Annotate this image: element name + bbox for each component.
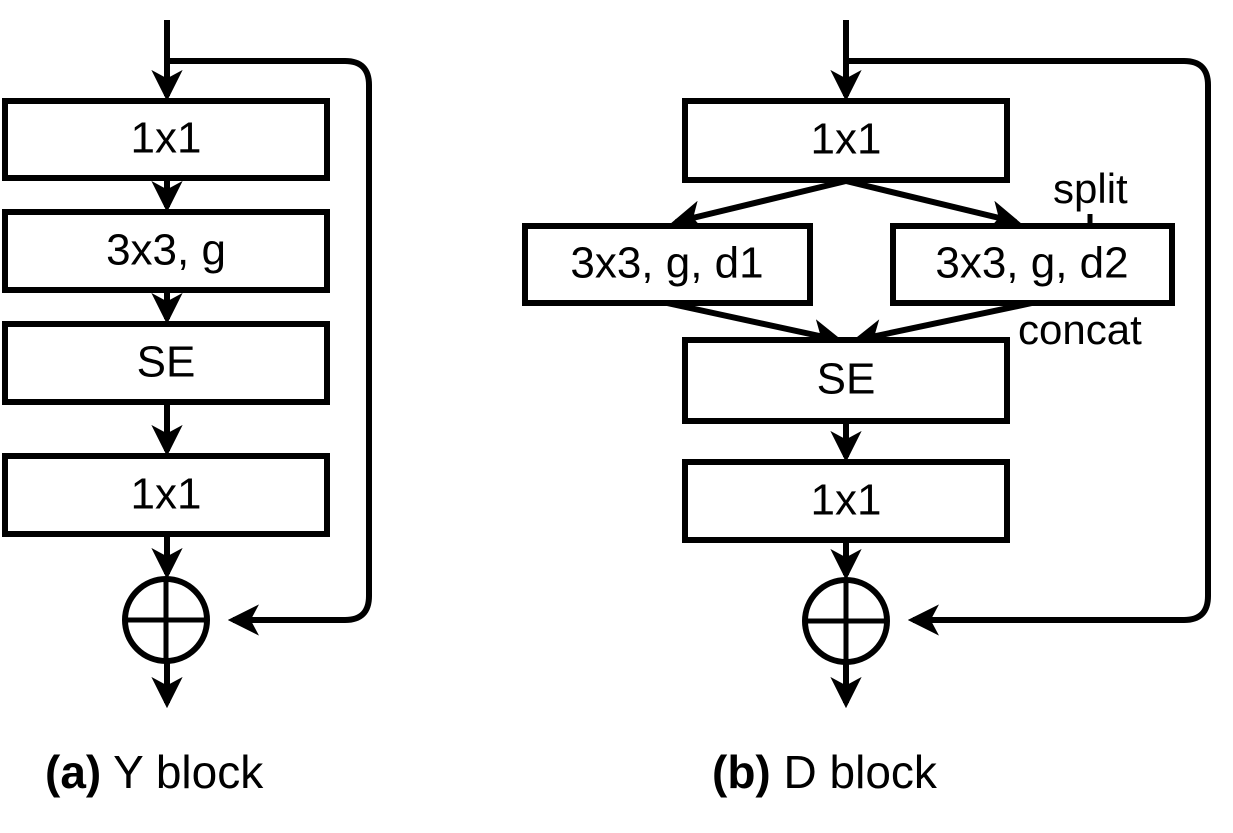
edge-right-conv-to-concat <box>851 300 1033 350</box>
block-a-conv1[interactable] <box>2 98 330 181</box>
edge-b-skip-connection <box>846 58 1211 636</box>
block-a-conv1-label: 1x1 <box>131 114 202 163</box>
block-b-conv1-label: 1x1 <box>811 115 882 164</box>
caption-d-block-text: D block <box>771 746 938 798</box>
label-split: split <box>1053 165 1128 212</box>
block-a-se-label: SE <box>137 338 196 387</box>
label-concat: concat <box>1018 306 1142 353</box>
block-b-conv2[interactable] <box>682 459 1010 543</box>
block-b-conv-left-label: 3x3, g, d1 <box>570 239 763 288</box>
block-a-conv2[interactable] <box>2 209 330 293</box>
caption-d-block: (b) D block <box>712 746 938 798</box>
block-a-conv3-label: 1x1 <box>131 470 202 519</box>
block-b-conv2-label: 1x1 <box>811 476 882 525</box>
block-b-se-label: SE <box>817 355 876 404</box>
block-a-conv3[interactable] <box>2 453 330 537</box>
block-a-conv2-label: 3x3, g <box>106 226 226 275</box>
block-b-conv1[interactable] <box>682 98 1010 183</box>
block-a-se[interactable] <box>2 321 330 405</box>
block-b-conv-right[interactable] <box>890 223 1175 306</box>
panel-d-block: 1x1 3x3, g, d1 3x3, g, d2 SE 1x1 <box>522 20 1211 798</box>
edge-skip-connection <box>167 58 372 636</box>
block-b-conv-right-label: 3x3, g, d2 <box>935 239 1128 288</box>
caption-d-block-tag: (b) <box>712 746 771 798</box>
edge-left-conv-to-concat <box>666 300 844 350</box>
caption-y-block: (a) Y block <box>45 746 264 798</box>
edge-split-to-left-conv <box>670 178 847 232</box>
caption-y-block-text: Y block <box>101 746 264 798</box>
caption-y-block-tag: (a) <box>45 746 101 798</box>
panel-y-block: 1x1 3x3, g SE 1x1 (a) Y block <box>2 20 372 798</box>
edge-split-to-right-conv <box>845 178 1022 232</box>
